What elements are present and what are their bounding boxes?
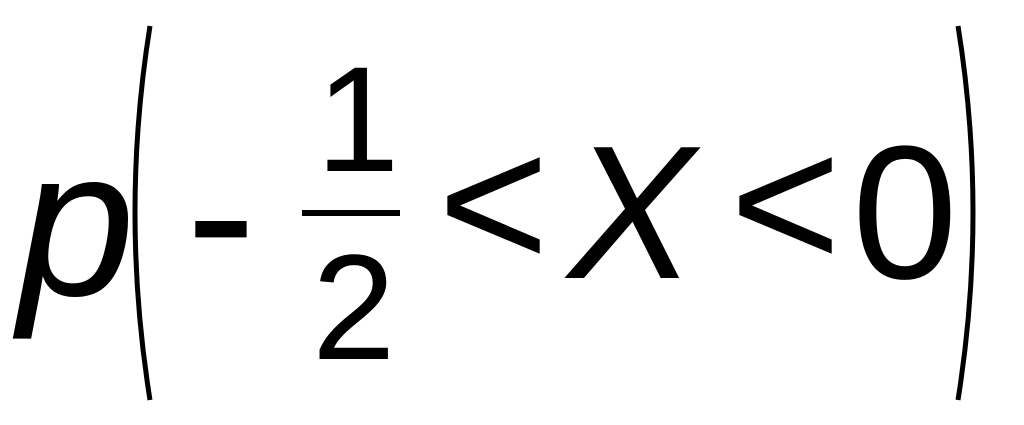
fraction-numerator: 1 (316, 35, 400, 203)
right-parenthesis (955, 25, 976, 401)
upper-bound-zero: 0 (852, 107, 958, 319)
probability-function-p: p (18, 105, 135, 340)
left-parenthesis (132, 25, 153, 401)
random-variable-x: X (568, 107, 695, 319)
less-than-sign-right: < (730, 97, 841, 309)
fraction-denominator: 2 (312, 223, 396, 391)
less-than-sign-left: < (438, 97, 549, 309)
minus-sign: - (186, 95, 256, 330)
fraction-bar (302, 210, 400, 216)
